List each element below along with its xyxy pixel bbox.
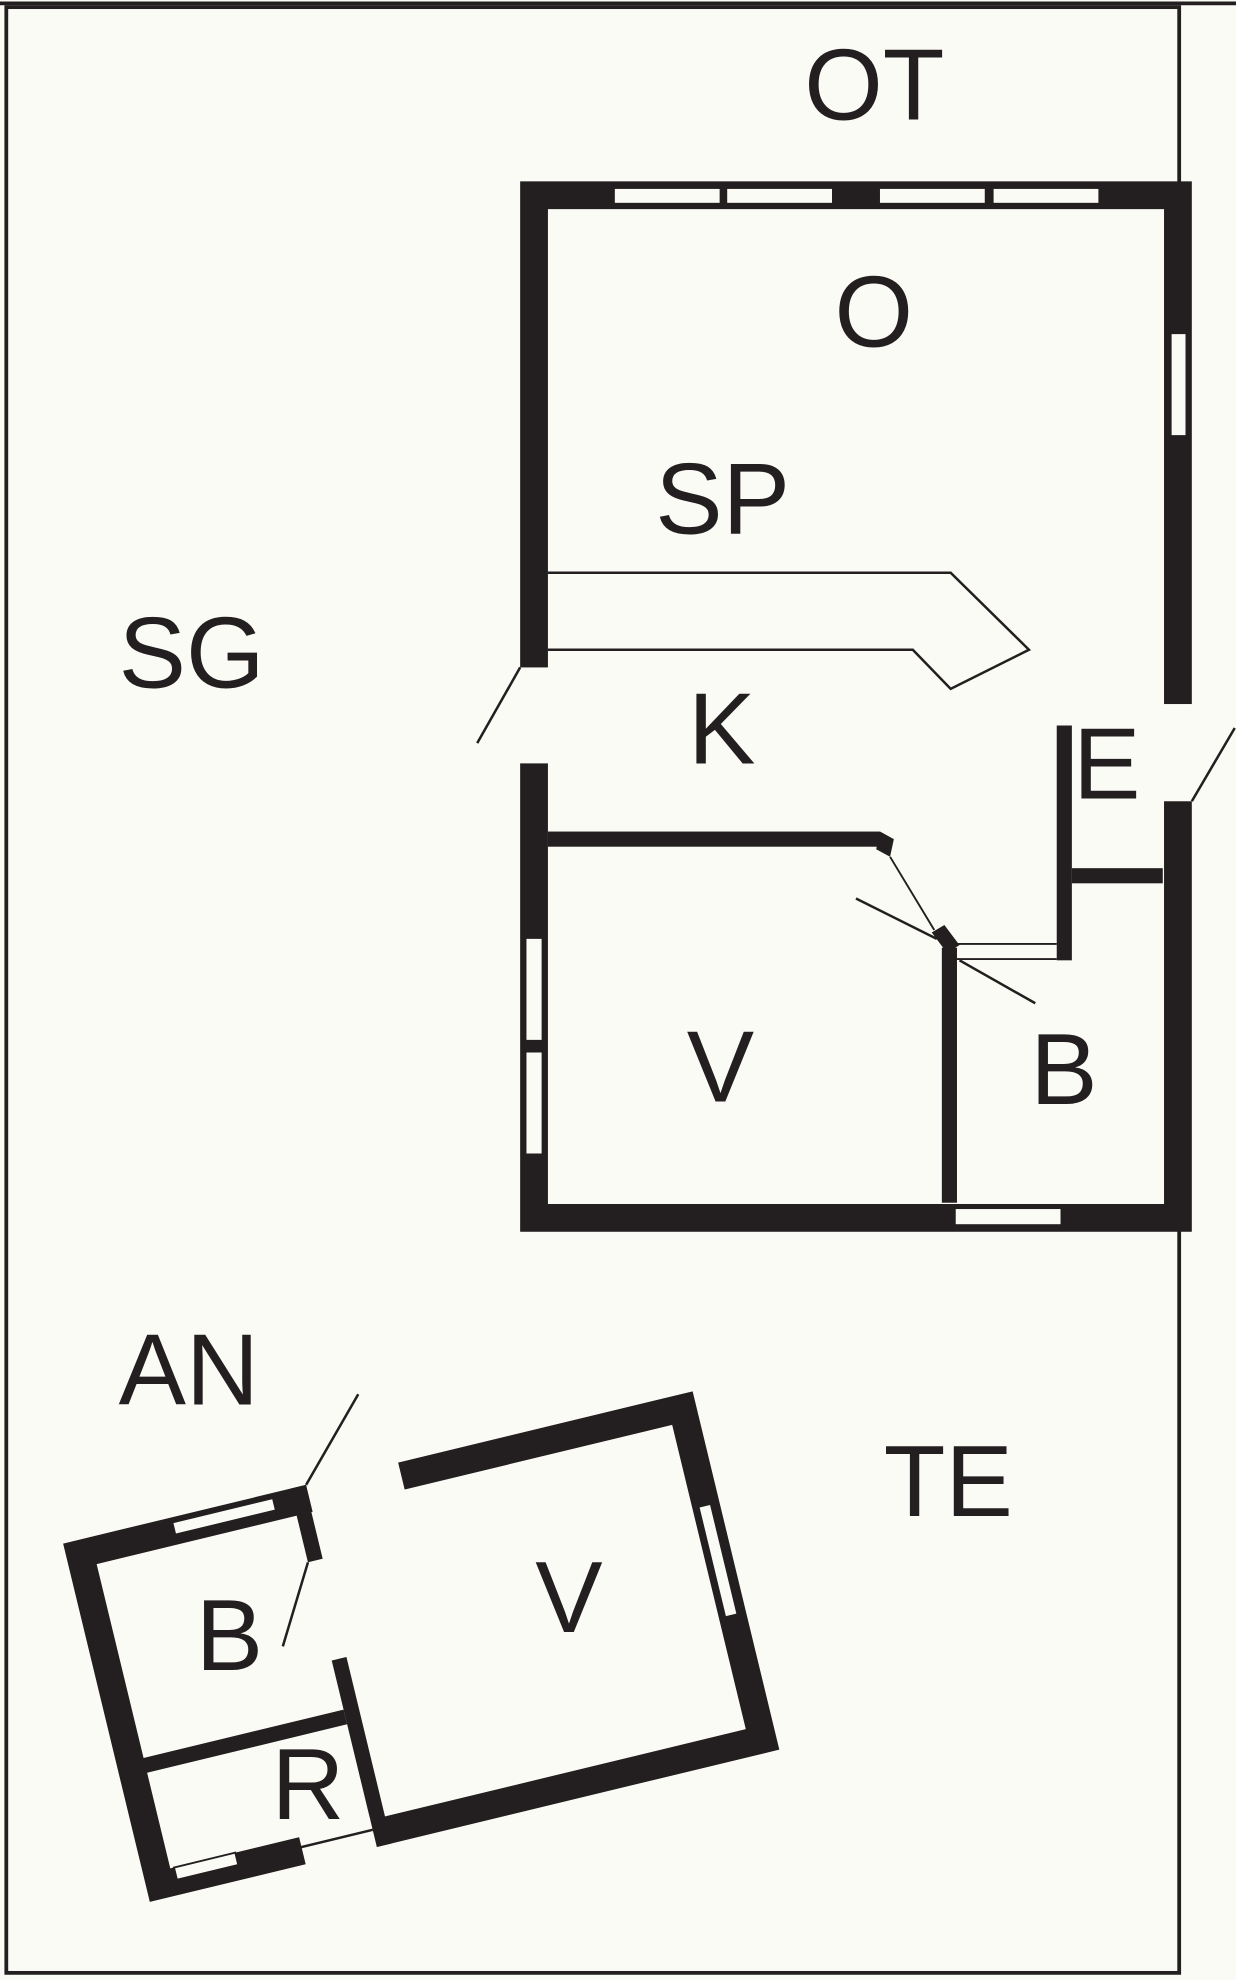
- windows: [526, 188, 1186, 1225]
- label-b-annex: B: [196, 1580, 263, 1692]
- label-e: E: [1073, 709, 1140, 821]
- label-te: TE: [884, 1426, 1013, 1538]
- label-r-annex: R: [271, 1729, 344, 1841]
- label-k: K: [688, 673, 755, 785]
- label-an: AN: [119, 1315, 259, 1427]
- interior-walls: [547, 725, 1163, 1203]
- kitchen-counter: [547, 571, 1032, 691]
- label-v-annex: V: [535, 1542, 602, 1654]
- label-v-main: V: [687, 1012, 754, 1124]
- annex-building: [63, 1391, 780, 1902]
- label-sg: SG: [119, 598, 265, 710]
- entry-door-right: [1160, 704, 1195, 802]
- label-ot: OT: [804, 29, 944, 141]
- label-o: O: [835, 257, 914, 369]
- label-sp: SP: [655, 444, 790, 556]
- main-house: [476, 181, 1236, 1232]
- entry-door-left: [517, 667, 551, 764]
- label-b-main: B: [1030, 1014, 1097, 1126]
